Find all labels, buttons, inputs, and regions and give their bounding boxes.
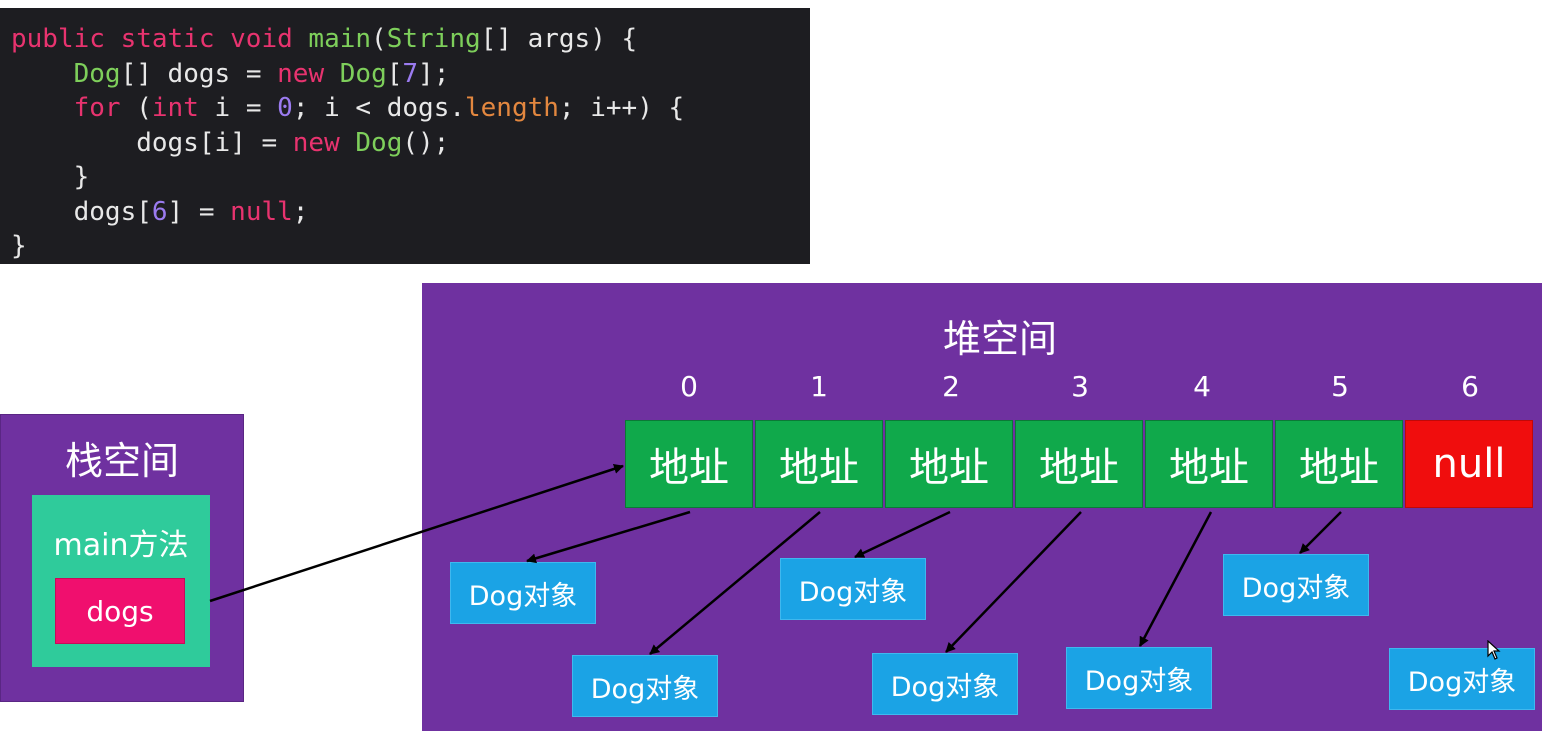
array-cell: 地址: [755, 420, 883, 508]
dogs-variable: dogs: [55, 578, 185, 644]
code-token: length: [465, 93, 559, 123]
array-cell-null: null: [1405, 420, 1533, 508]
code-token: }: [11, 162, 90, 192]
code-line: dogs[6] = null;: [11, 195, 810, 230]
code-line: for (int i = 0; i < dogs.length; i++) {: [11, 91, 810, 126]
code-token: ; i++) {: [558, 93, 685, 123]
heap-title: 堆空间: [942, 317, 1057, 361]
code-token: i =: [214, 93, 278, 123]
code-token: ;: [292, 196, 309, 227]
code-token: null: [230, 196, 293, 227]
dog-object: Dog对象: [572, 655, 718, 717]
code-token: }: [11, 231, 27, 261]
code-line: dogs[i] = new Dog();: [11, 126, 810, 161]
dog-object: Dog对象: [872, 653, 1018, 715]
code-token: ];: [418, 58, 450, 89]
main-method-label: main方法: [53, 528, 189, 563]
array-cell: 地址: [625, 420, 753, 508]
code-panel: public static void main(String[] args) {…: [0, 8, 810, 264]
code-token: dogs[i] =: [11, 127, 293, 158]
code-token: 6: [151, 196, 168, 227]
code-token: int: [151, 93, 215, 123]
index-label: 0: [680, 370, 698, 403]
index-label: 5: [1331, 370, 1349, 403]
code-token: new: [277, 58, 340, 89]
code-token: dogs[: [11, 196, 152, 227]
code-token: [] args) {: [480, 24, 638, 54]
code-token: for: [73, 93, 137, 123]
code-line: public static void main(String[] args) {: [11, 22, 810, 57]
code-token: ();: [402, 127, 450, 158]
code-line: }: [11, 229, 810, 264]
code-token: (: [136, 93, 152, 123]
code-token: Dog: [339, 58, 387, 89]
array-cell: 地址: [885, 420, 1013, 508]
code-token: 0: [277, 93, 293, 123]
dog-object: Dog对象: [1066, 647, 1212, 709]
array-cell: 地址: [1275, 420, 1403, 508]
dog-object: Dog对象: [1223, 554, 1369, 616]
code-token: [: [386, 58, 403, 89]
code-token: main: [308, 24, 372, 54]
code-token: ; i < dogs.: [292, 93, 465, 123]
mouse-cursor-icon: [1487, 640, 1501, 660]
index-label: 3: [1071, 370, 1089, 403]
dog-object: Dog对象: [780, 558, 926, 620]
index-label: 1: [810, 370, 828, 403]
index-label: 6: [1461, 370, 1479, 403]
code-line: }: [11, 160, 810, 195]
array-cell: 地址: [1145, 420, 1273, 508]
code-token: [] dogs =: [120, 58, 278, 89]
dog-object: Dog对象: [1389, 648, 1535, 710]
code-line: Dog[] dogs = new Dog[7];: [11, 57, 810, 92]
code-token: 7: [402, 58, 419, 89]
index-label: 4: [1193, 370, 1211, 403]
array-cell: 地址: [1015, 420, 1143, 508]
code-token: [11, 93, 74, 123]
code-token: String: [386, 24, 481, 54]
code-token: ] =: [167, 196, 231, 227]
dog-object: Dog对象: [450, 562, 596, 624]
code-token: new: [292, 127, 356, 158]
code-token: public static void: [11, 24, 309, 54]
code-token: (: [371, 24, 387, 54]
stack-title: 栈空间: [64, 439, 179, 483]
index-label: 2: [942, 370, 960, 403]
code-token: [11, 59, 74, 89]
code-token: Dog: [73, 58, 121, 89]
code-token: Dog: [355, 127, 403, 158]
